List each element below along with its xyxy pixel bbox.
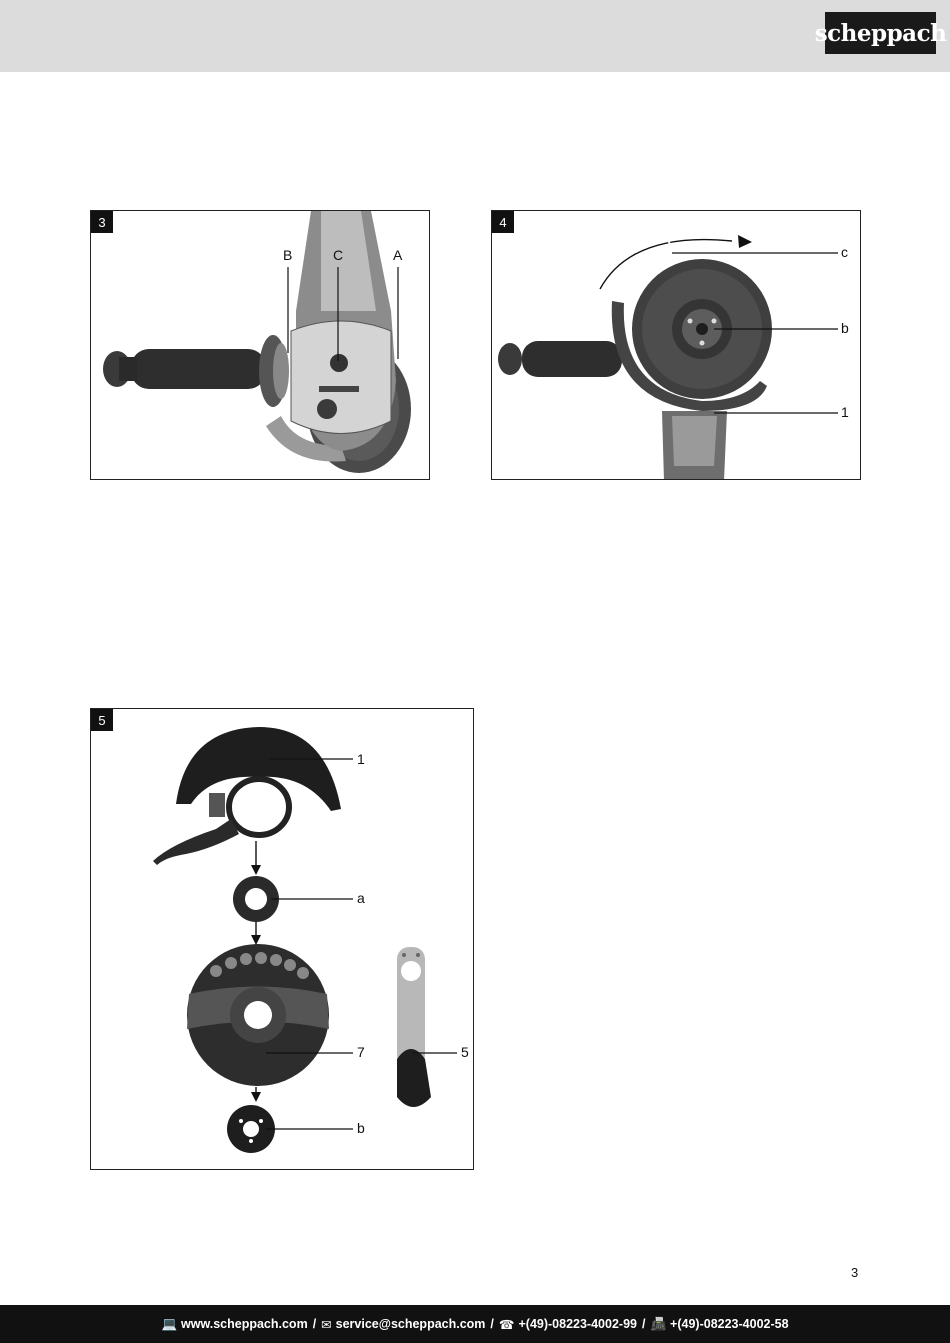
callout-label-C: C (333, 247, 344, 263)
header-bar: scheppach (0, 0, 950, 72)
figure-3: 3 B C A (90, 210, 430, 480)
callout-label-b: b (357, 1120, 365, 1136)
callout-label-7: 7 (357, 1044, 365, 1060)
separator: / (490, 1317, 494, 1331)
brand-logo: scheppach (815, 12, 947, 54)
website-link[interactable]: www.scheppach.com (181, 1317, 308, 1331)
angle-grinder-top-illustration (103, 211, 411, 473)
email-link[interactable]: service@scheppach.com (335, 1317, 486, 1331)
callout-label-A: A (393, 247, 403, 263)
callout-label-c: c (841, 244, 848, 260)
page-number: 3 (851, 1265, 859, 1280)
callout-label-5: 5 (461, 1044, 469, 1060)
fax-icon: 📠 (650, 1316, 667, 1331)
callout-label-1: 1 (841, 404, 849, 420)
figure-number: 5 (91, 709, 113, 731)
disc-assembly-exploded-illustration (153, 727, 457, 1153)
computer-icon: 💻 (161, 1316, 178, 1331)
phone-number: +(49)-08223-4002-99 (518, 1317, 637, 1331)
callout-label-B: B (283, 247, 293, 263)
figure-5: 5 (90, 708, 474, 1170)
figure-number: 3 (91, 211, 113, 233)
separator: / (641, 1317, 646, 1331)
mail-icon: ✉ (321, 1317, 332, 1332)
figure-number: 4 (492, 211, 514, 233)
phone-icon: ☎ (498, 1317, 515, 1332)
figure-4: 4 c b 1 (491, 210, 861, 480)
callout-label-1: 1 (357, 751, 365, 767)
separator: / (312, 1317, 317, 1331)
fax-number: +(49)-08223-4002-58 (670, 1317, 789, 1331)
angle-grinder-side-illustration (498, 235, 838, 479)
footer-contact-bar: 💻 www.scheppach.com / ✉ service@scheppac… (0, 1305, 950, 1343)
callout-label-a: a (357, 890, 365, 906)
callout-label-b: b (841, 320, 849, 336)
